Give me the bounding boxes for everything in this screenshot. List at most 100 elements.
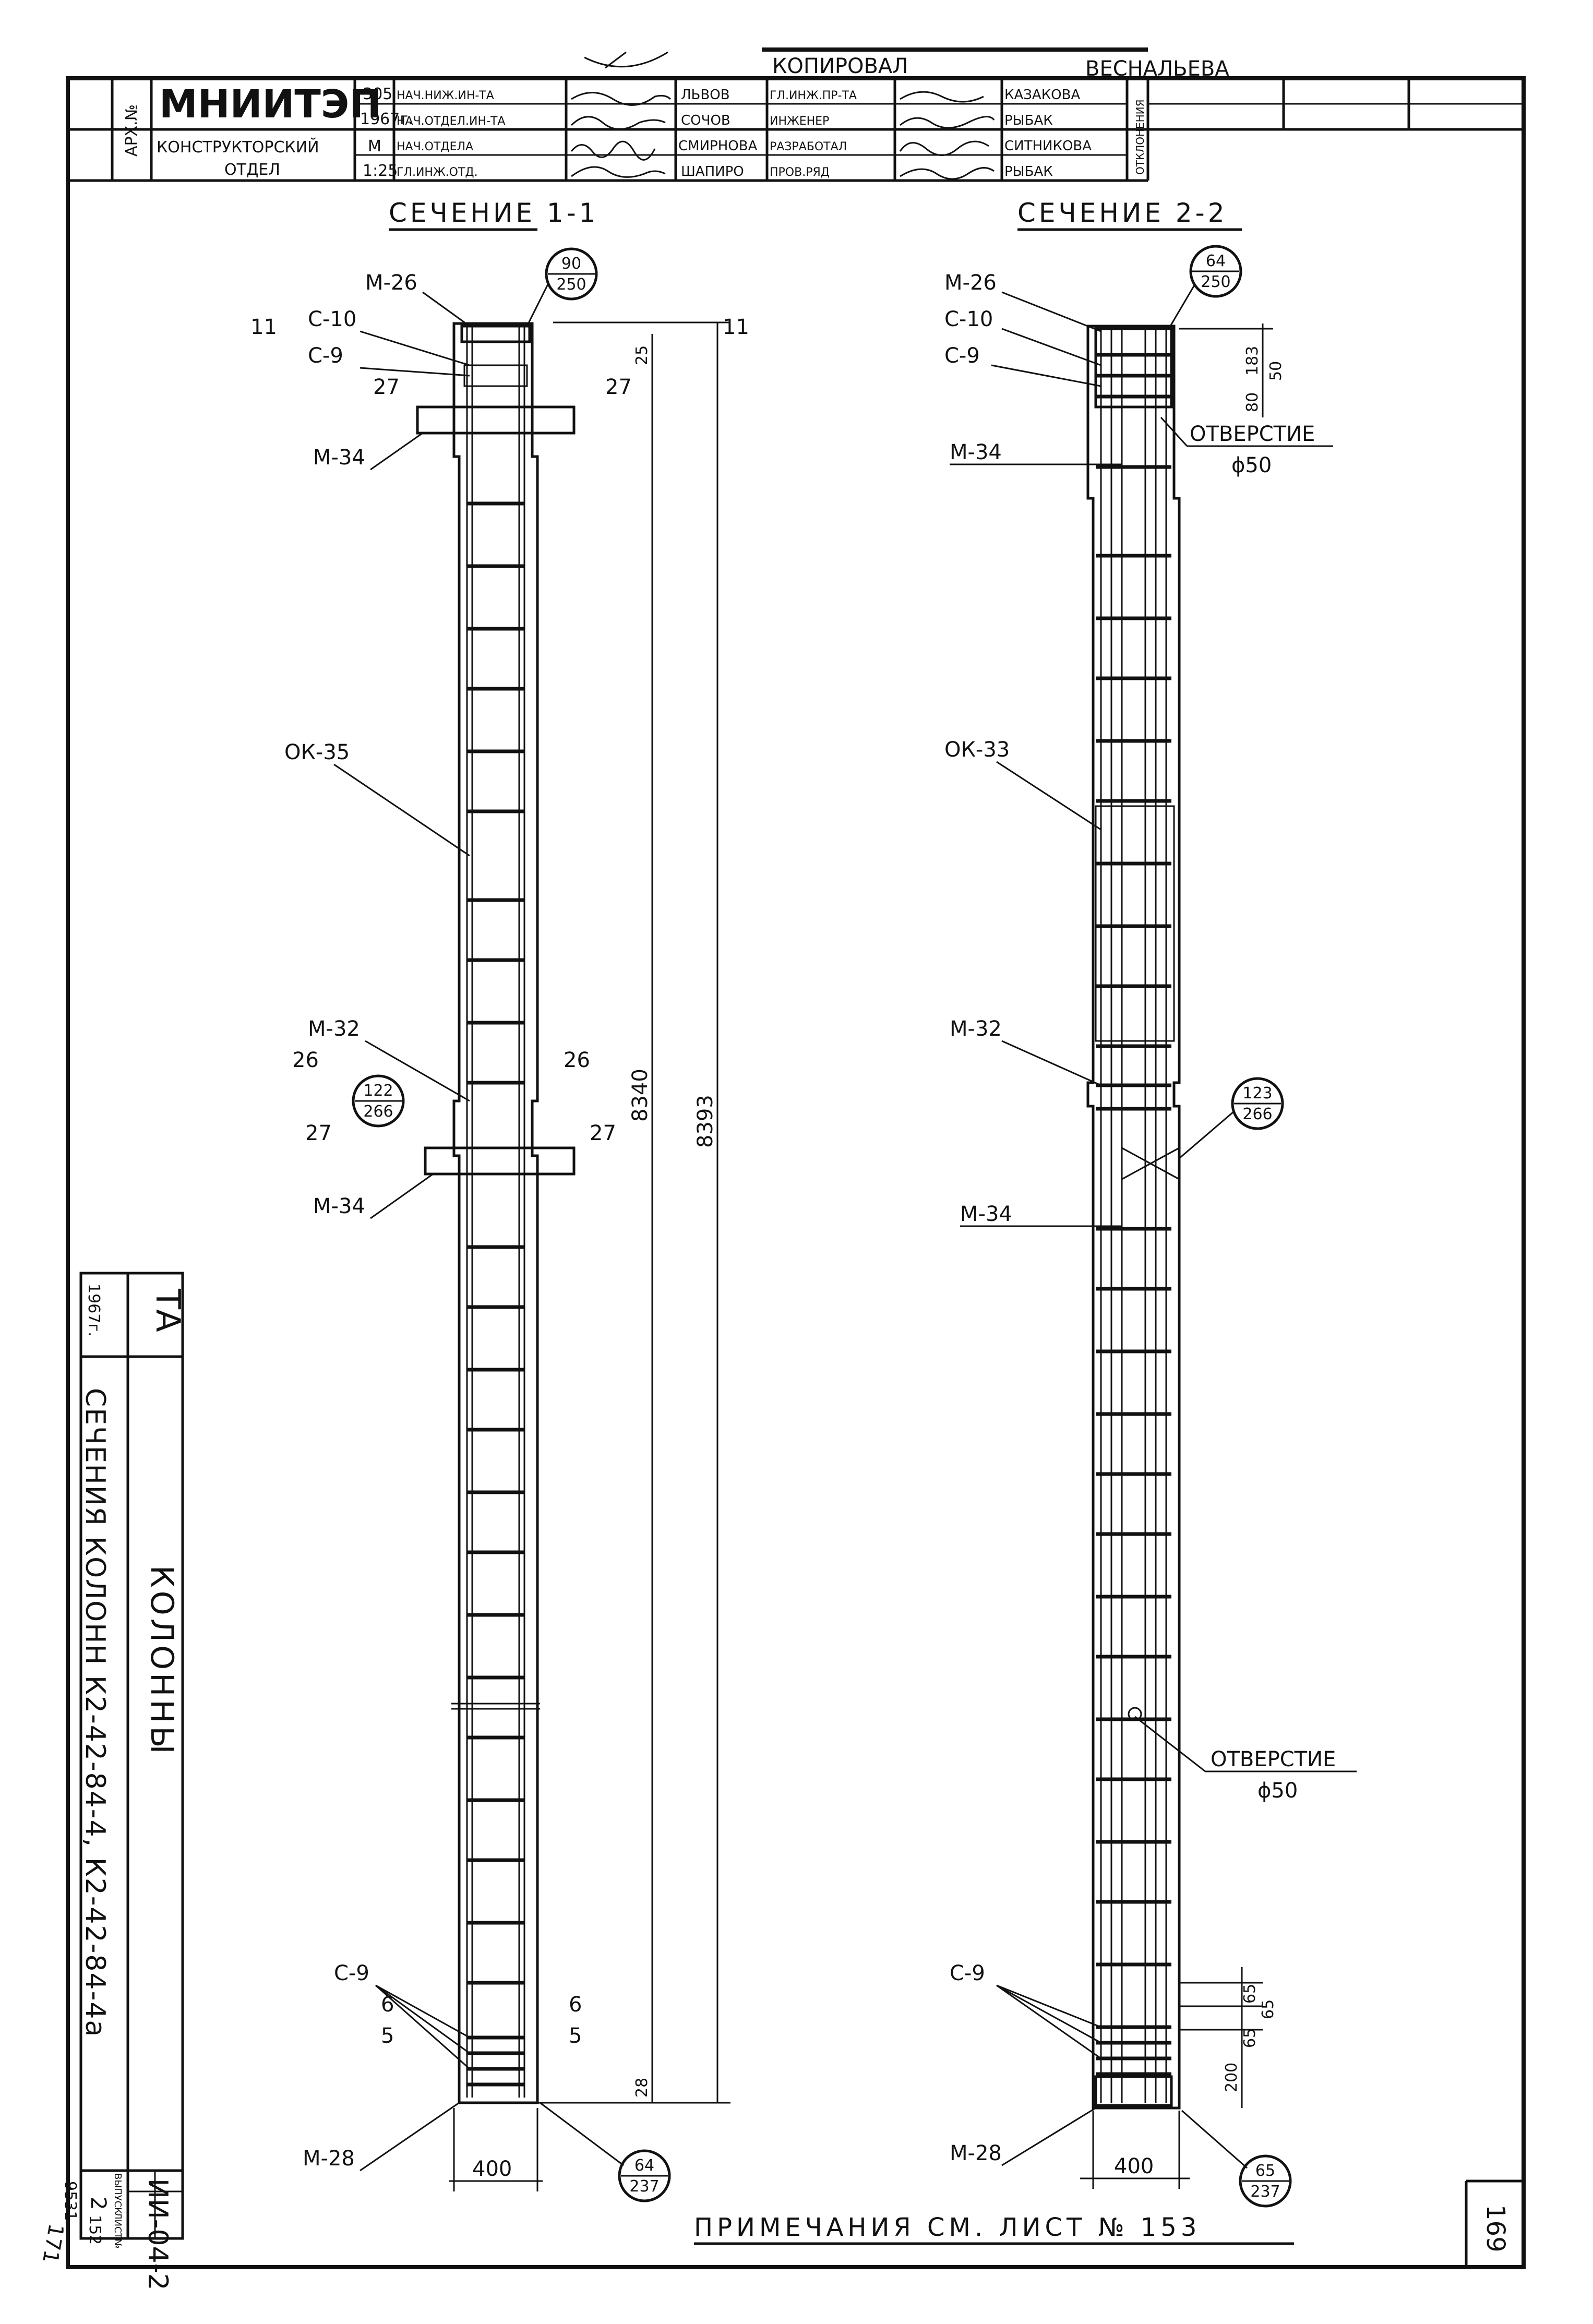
signature [900,91,984,103]
margin-note-2: 171 [38,2222,68,2265]
svg-text:250: 250 [1201,273,1230,291]
signature [570,140,656,161]
cut-mark-27-right-2: 27 [590,1121,616,1145]
scale-label: М [368,137,381,155]
name-right-3: СИТНИКОВА [1004,138,1092,154]
signature [900,116,995,129]
dim-width: 400 [472,2157,512,2181]
label-m28: М-28 [303,2147,355,2171]
name-left-3: СМИРНОВА [678,138,758,154]
corbel-mid [424,1146,576,1176]
arkh-label: АРХ.№ [123,104,141,157]
section-2-title: СЕЧЕНИЕ 2-2 [1017,198,1228,228]
title-block: КОПИРОВАЛ ВЕСНАЛЬЕВА АРХ.№ МНИИТЭП КОНСТ… [68,47,1524,182]
role-left-2: НАЧ.ОТДЕЛ.ИН-ТА [397,115,505,128]
signature [899,140,989,156]
svg-text:64: 64 [634,2157,654,2175]
sidebar-issue: 2 [86,2197,110,2210]
dim-bot-65a: 65 [1241,1984,1259,2004]
copied-label: КОПИРОВАЛ [772,54,908,78]
sidebar-title: КОЛОННЫ [143,1565,180,1757]
cut-mark-11-right: 11 [723,315,749,339]
dept-name: КОНСТРУКТОРСКИЙ [157,138,319,157]
svg-text:250: 250 [556,275,586,294]
label-m28-2: М-28 [950,2141,1002,2165]
callout-1c: 64 237 [540,2102,671,2202]
svg-text:123: 123 [1242,1084,1272,1103]
stirrups-2 [1096,465,1171,2076]
label-m26: М-26 [365,271,417,295]
cut-mark-11-left: 11 [250,315,277,339]
cut-mark-27-left: 27 [373,375,400,399]
series-year: 1967г. [360,110,413,128]
name-right-2: РЫБАК [1004,113,1053,128]
sidebar-title-block: ТА 1967г. КОЛОННЫ СЕЧЕНИЯ КОЛОНН К2-42-8… [38,1272,187,2291]
sidebar-issue-label: ВЫПУСК [112,2173,123,2214]
label-m32-2: М-32 [950,1017,1002,1041]
svg-text:266: 266 [363,1103,393,1121]
label-c9-bot-2: С-9 [950,1961,985,1985]
hole-dia-top: ϕ50 [1231,453,1272,477]
signature [571,92,672,106]
sidebar-subtitle: СЕЧЕНИЯ КОЛОНН К2-42-84-4, К2-42-84-4а [79,1388,111,2038]
label-c10: С-10 [308,307,356,331]
role-left-1: НАЧ.НИЖ.ИН-ТА [397,89,494,102]
dim-bot-65c: 65 [1241,2028,1259,2048]
role-right-4: ПРОВ.РЯД [770,166,830,179]
label-m26-2: М-26 [944,271,997,295]
dim-width-2: 400 [1114,2154,1154,2178]
label-c10-2: С-10 [944,307,993,331]
signature [900,167,995,180]
callout-1b: 122 266 [352,1074,405,1128]
label-c9-top-2: С-9 [944,344,980,368]
svg-text:65: 65 [1255,2162,1275,2180]
svg-text:90: 90 [561,255,581,273]
dept-name-2: ОТДЕЛ [224,161,280,179]
dim-top-80: 80 [1243,392,1262,412]
cut-mark-5-right: 5 [569,2024,582,2048]
corbel-top [416,405,576,435]
page-number: 169 [1481,2205,1510,2253]
org-name: МНИИТЭП [159,82,381,127]
label-m34-mid-2: М-34 [960,1202,1012,1226]
hole-label-top: ОТВЕРСТИЕ [1190,422,1315,446]
sidebar-year: 1967г. [85,1284,103,1337]
svg-text:237: 237 [1250,2183,1280,2201]
cut-mark-26-right: 26 [564,1048,590,1072]
section-1-1: СЕЧЕНИЕ 1-1 [250,198,749,2202]
signature [571,166,666,178]
name-left-2: СОЧОВ [681,113,730,128]
signature [584,51,668,69]
cut-mark-26-left: 26 [292,1048,319,1072]
label-m34-mid: М-34 [313,1194,365,1218]
column-outline-2 [1086,325,1181,2110]
callout-1a: 90 250 [526,247,598,327]
label-m34-top-2: М-34 [950,440,1002,464]
role-right-3: РАЗРАБОТАЛ [770,140,847,153]
hole-dia-bot: ϕ50 [1257,1779,1298,1803]
svg-text:122: 122 [363,1082,393,1100]
svg-text:237: 237 [629,2177,659,2196]
name-right-1: КАЗАКОВА [1004,87,1080,103]
footer-note: ПРИМЕЧАНИЯ СМ. ЛИСТ № 153 [694,2213,1201,2242]
outer-frame [66,76,1526,2269]
label-m32: М-32 [308,1017,360,1041]
role-right-1: ГЛ.ИНЖ.ПР-ТА [770,89,857,102]
label-ok35: ОК-35 [284,740,350,764]
dim-bottom: 28 [633,2078,651,2098]
sidebar-sheet-label: ЛИСТ№ [112,2212,123,2248]
stamp-vertical: ОТКЛОНЕНИЯ [1134,99,1146,175]
callout-2a: 64 250 [1168,245,1242,329]
signature [570,116,666,130]
label-c9-top: С-9 [308,344,343,368]
series-number: 305 [363,85,392,103]
name-left-1: ЛЬВОВ [681,87,730,103]
callout-2c: 65 237 [1181,2110,1292,2208]
dim-outer: 8393 [693,1095,717,1148]
cut-mark-5-left: 5 [381,2024,394,2048]
cut-mark-6-right: 6 [569,1993,582,2017]
dim-top-183: 183 [1243,346,1262,376]
dim-top: 25 [633,345,651,365]
role-right-2: ИНЖЕНЕР [770,115,829,128]
